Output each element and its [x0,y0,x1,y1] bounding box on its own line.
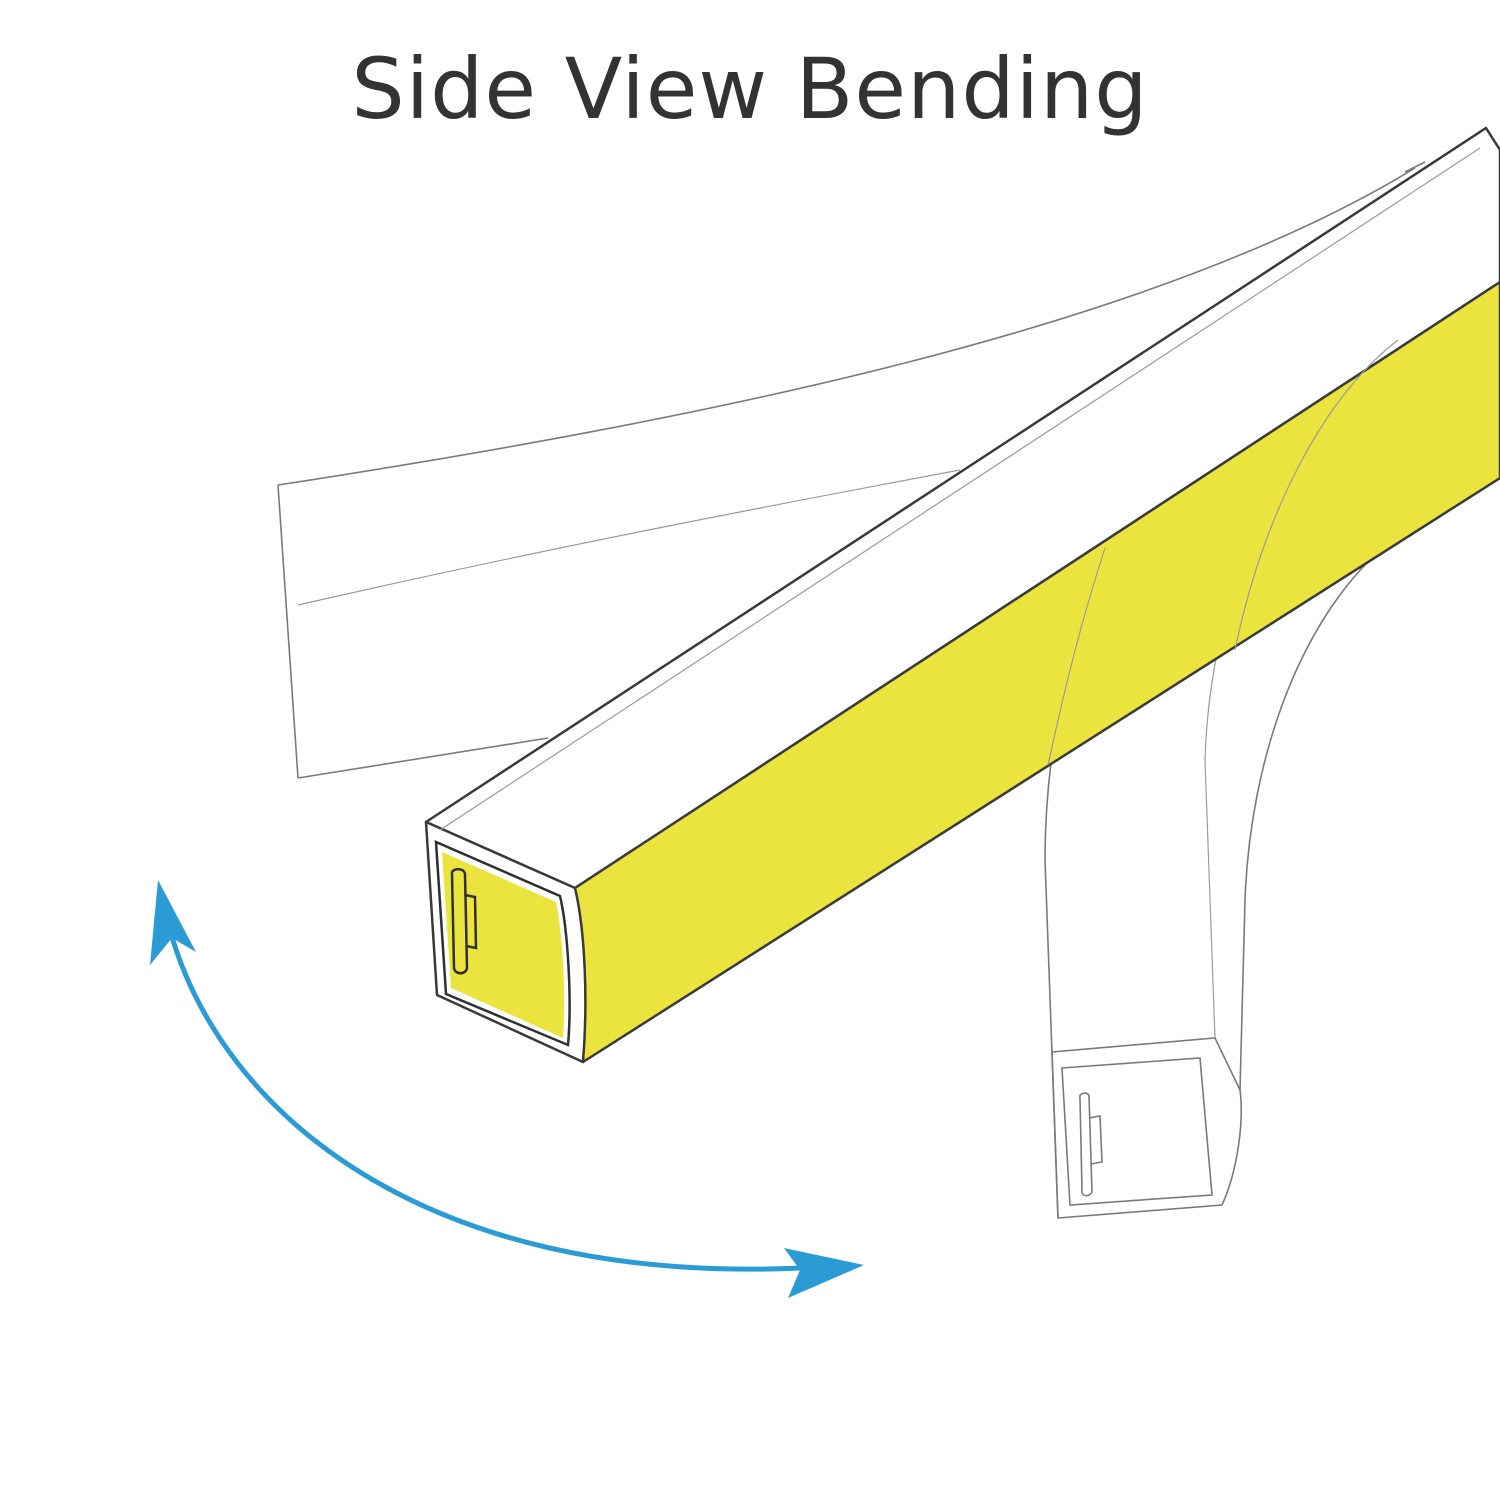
yellow-neon-strip [424,126,1500,1064]
double-headed-curved-arrow-icon [150,880,864,1298]
ghost-strip-bent-up [277,161,1426,779]
page-title: Side View Bending [351,40,1149,138]
